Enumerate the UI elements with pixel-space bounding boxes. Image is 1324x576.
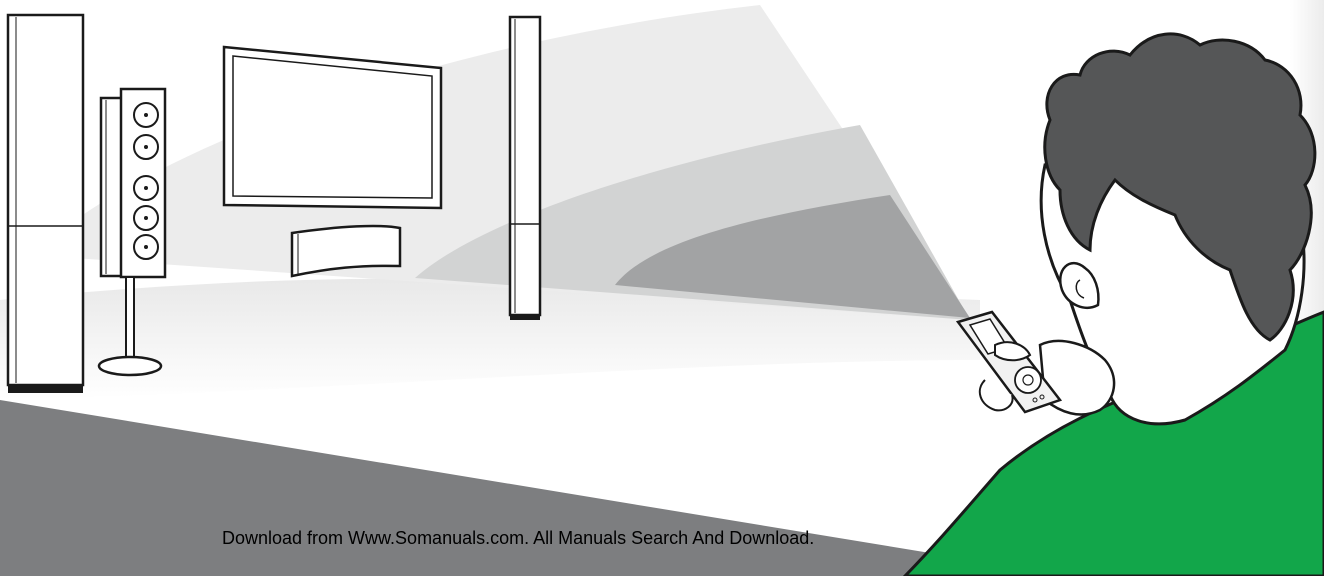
floor-dark bbox=[0, 400, 1070, 576]
person-thumb bbox=[995, 342, 1030, 360]
footer-download-text: Download from Www.Somanuals.com. All Man… bbox=[222, 528, 814, 549]
wall-tv bbox=[224, 47, 441, 208]
right-tower-speaker bbox=[510, 17, 540, 320]
left-tower-speaker bbox=[8, 15, 83, 393]
